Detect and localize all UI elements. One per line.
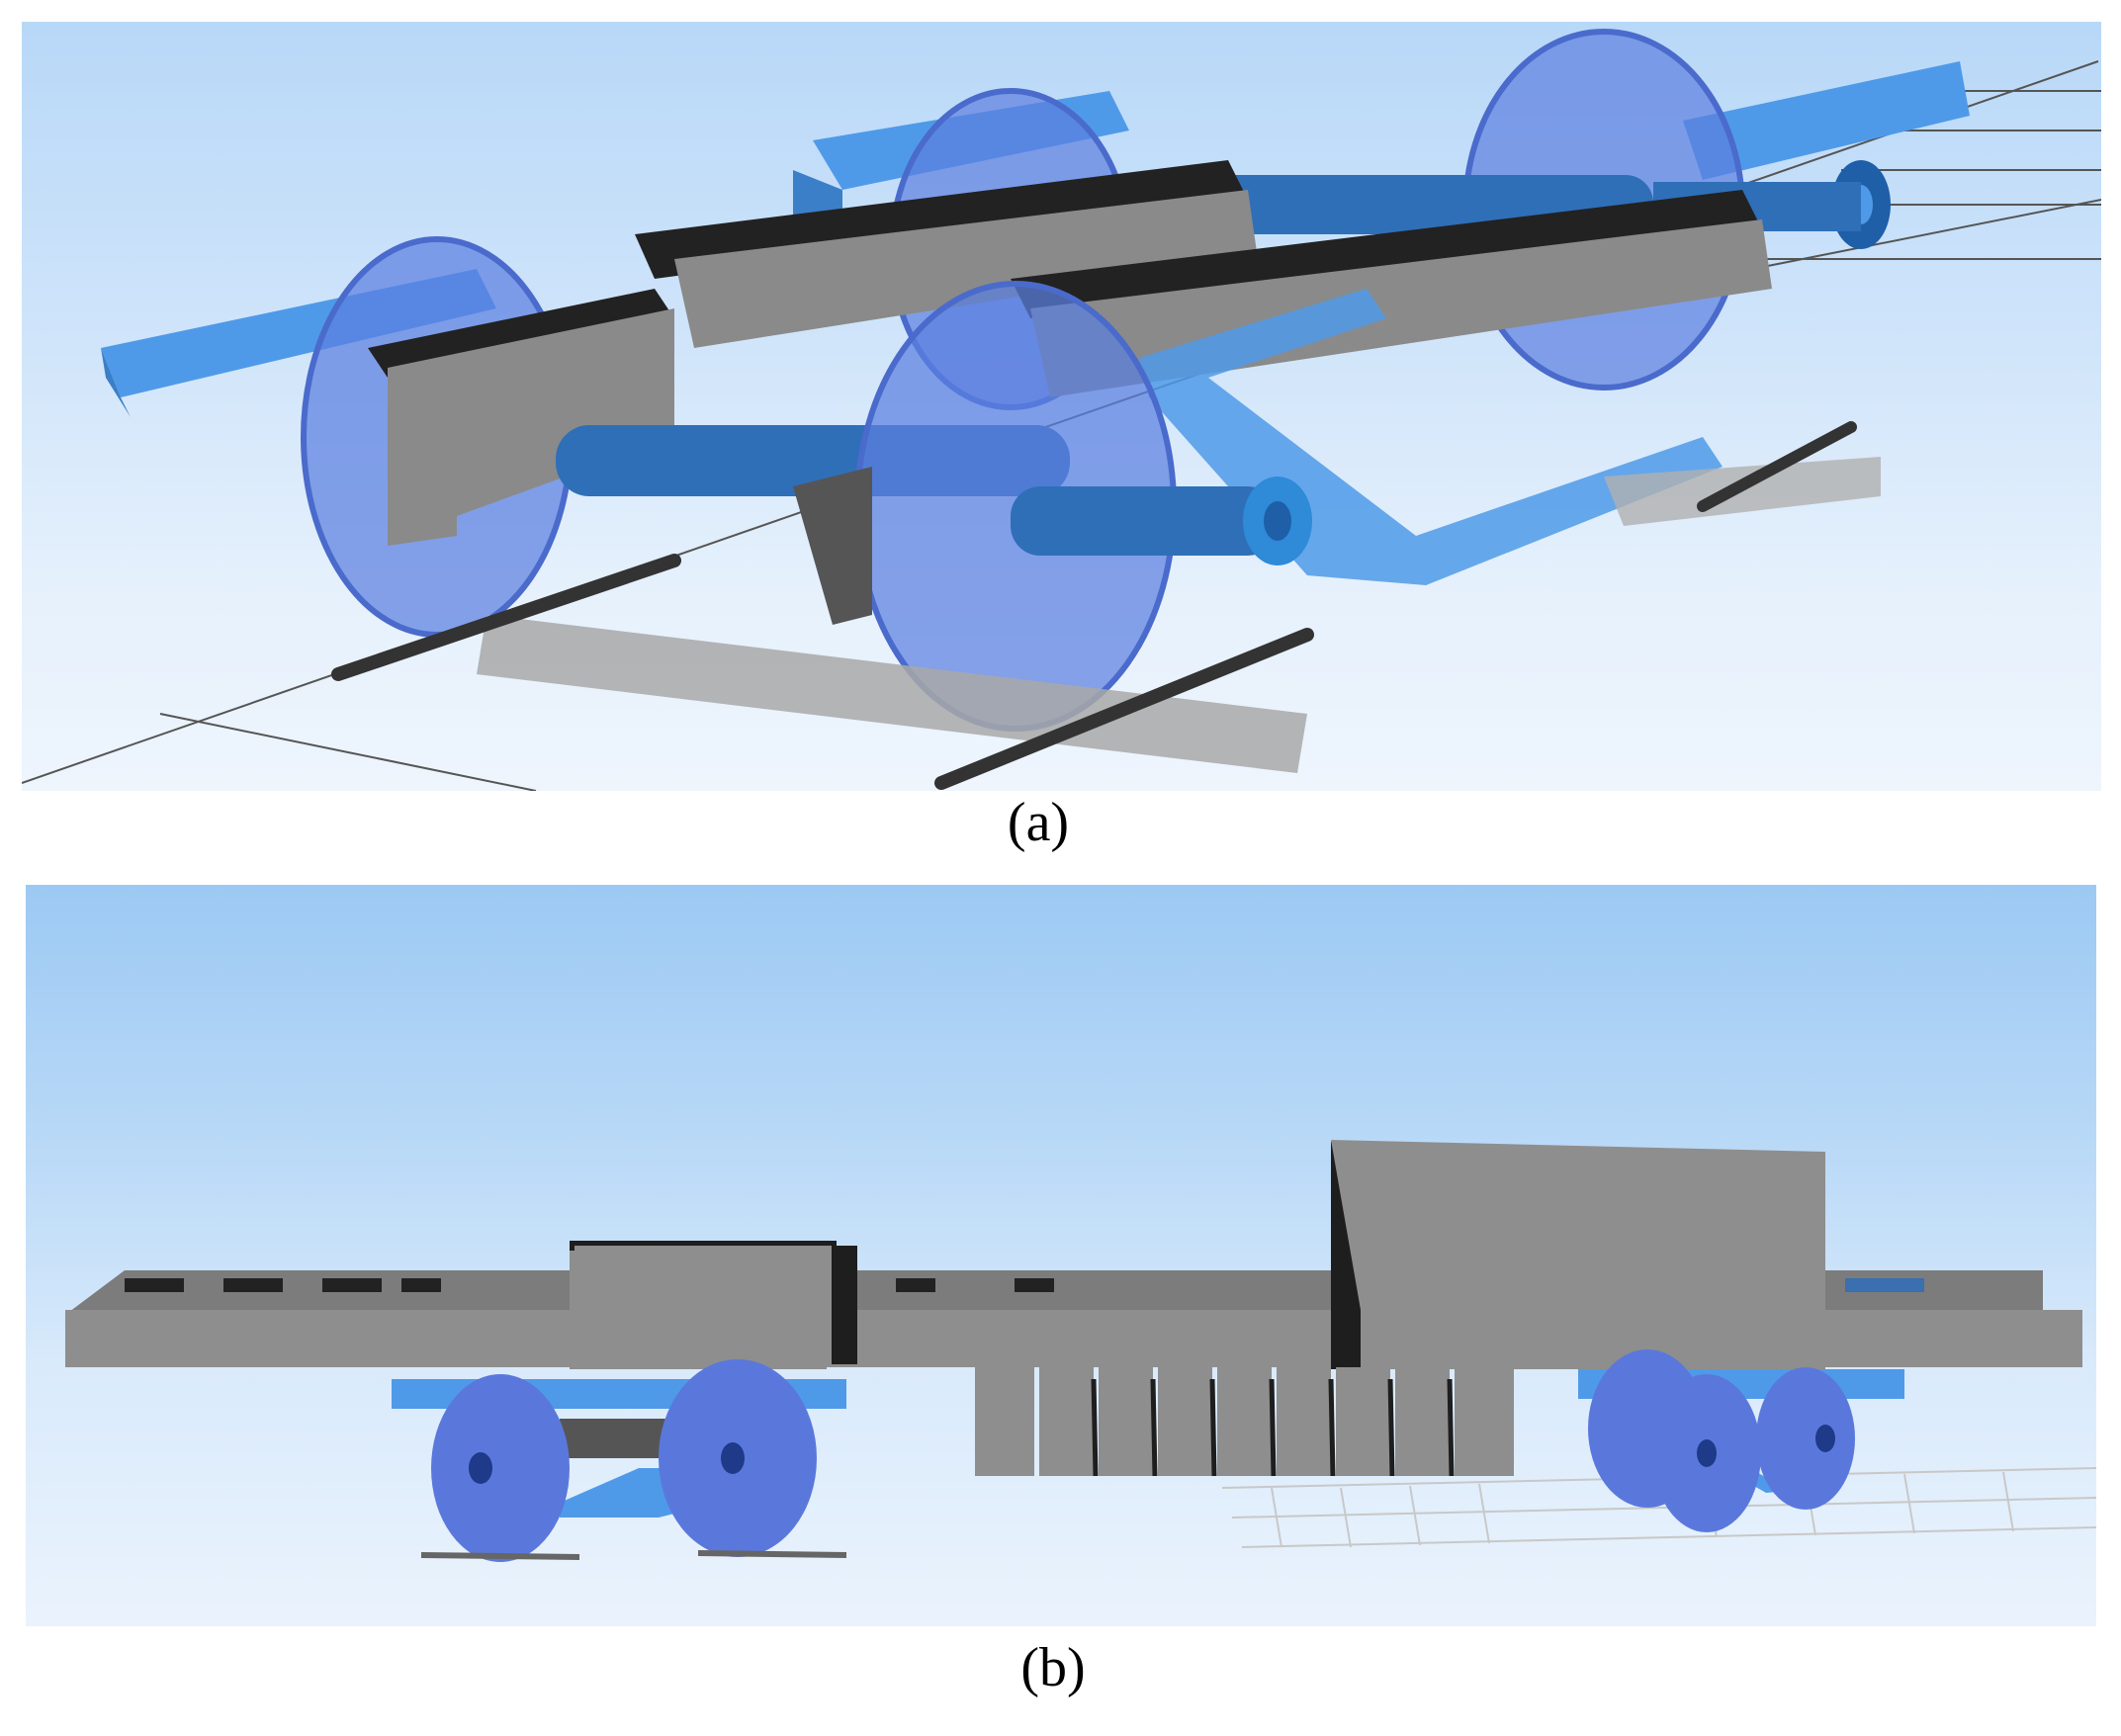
bogie-illustration xyxy=(22,29,2101,791)
frame-front-block-dark xyxy=(368,289,674,378)
panel-b-vehicle-render xyxy=(26,885,2096,1626)
caption-b: (b) xyxy=(1020,1637,1086,1698)
frame-front-right-drop xyxy=(793,467,872,625)
axle-front-hole xyxy=(1264,501,1291,541)
axle-front-stub xyxy=(1011,486,1278,556)
rail-front-left xyxy=(331,554,681,681)
rail-front-right xyxy=(934,628,1314,790)
track-plate-front xyxy=(477,615,1307,773)
under-plates xyxy=(975,1367,1514,1477)
beam-back-right xyxy=(1683,61,1970,180)
bogie-right xyxy=(1578,1349,1904,1532)
caption-a: (a) xyxy=(1007,792,1070,853)
rail-back xyxy=(1697,421,1857,512)
frame-front-block xyxy=(388,308,674,546)
frame-right-dark xyxy=(1011,190,1762,318)
vehicle-illustration xyxy=(65,1140,2096,1562)
small-box-side xyxy=(832,1246,857,1364)
frame-left xyxy=(674,190,1258,348)
large-box-face xyxy=(1361,1152,1825,1369)
panel-a-bogie-render xyxy=(22,22,2101,791)
bogie-left xyxy=(392,1359,847,1562)
small-box-face xyxy=(574,1246,832,1364)
